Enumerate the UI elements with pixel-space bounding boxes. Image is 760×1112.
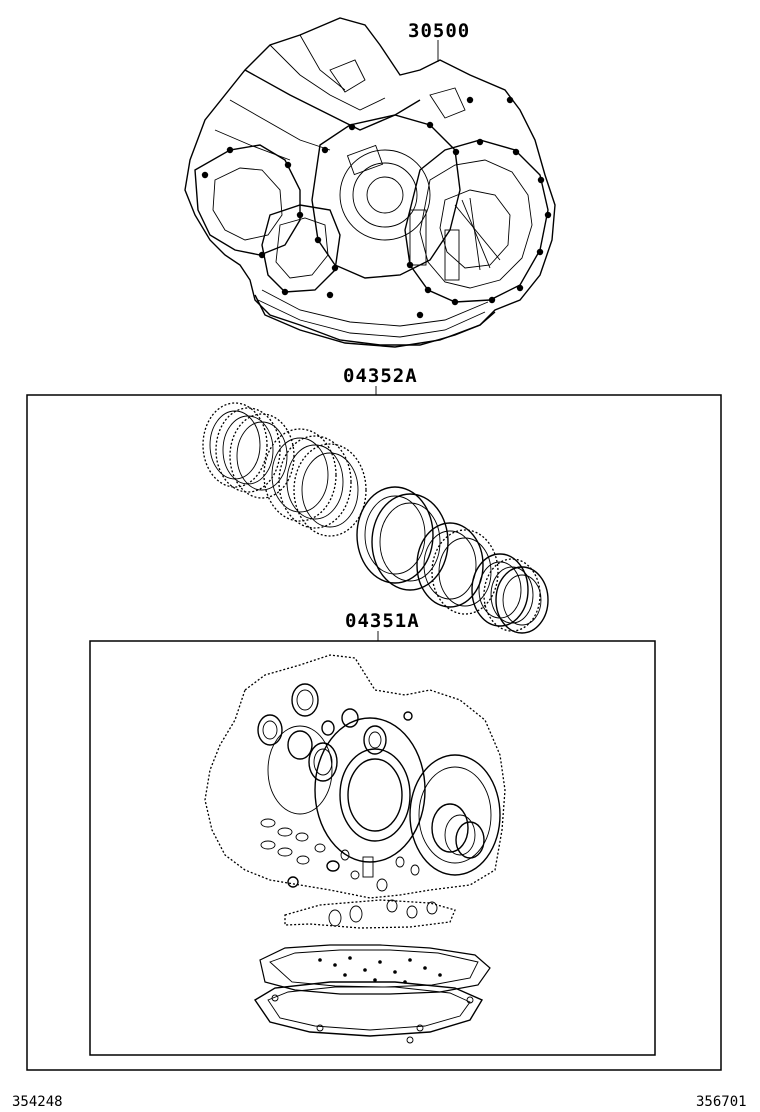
part-number-30500: 30500 (408, 20, 470, 42)
footer-right-code: 356701 (696, 1094, 747, 1110)
part-number-04351A: 04351A (345, 610, 420, 632)
overhaul-kit-frame (26, 394, 722, 1071)
transaxle-assembly-drawing (184, 17, 556, 348)
clutch-disc-pack-drawing (202, 402, 549, 634)
part-number-04352A: 04352A (343, 365, 418, 387)
gasket-and-seal-set-drawing (204, 654, 506, 1044)
gasket-kit-frame (89, 640, 656, 1056)
footer-left-code: 354248 (12, 1094, 63, 1110)
